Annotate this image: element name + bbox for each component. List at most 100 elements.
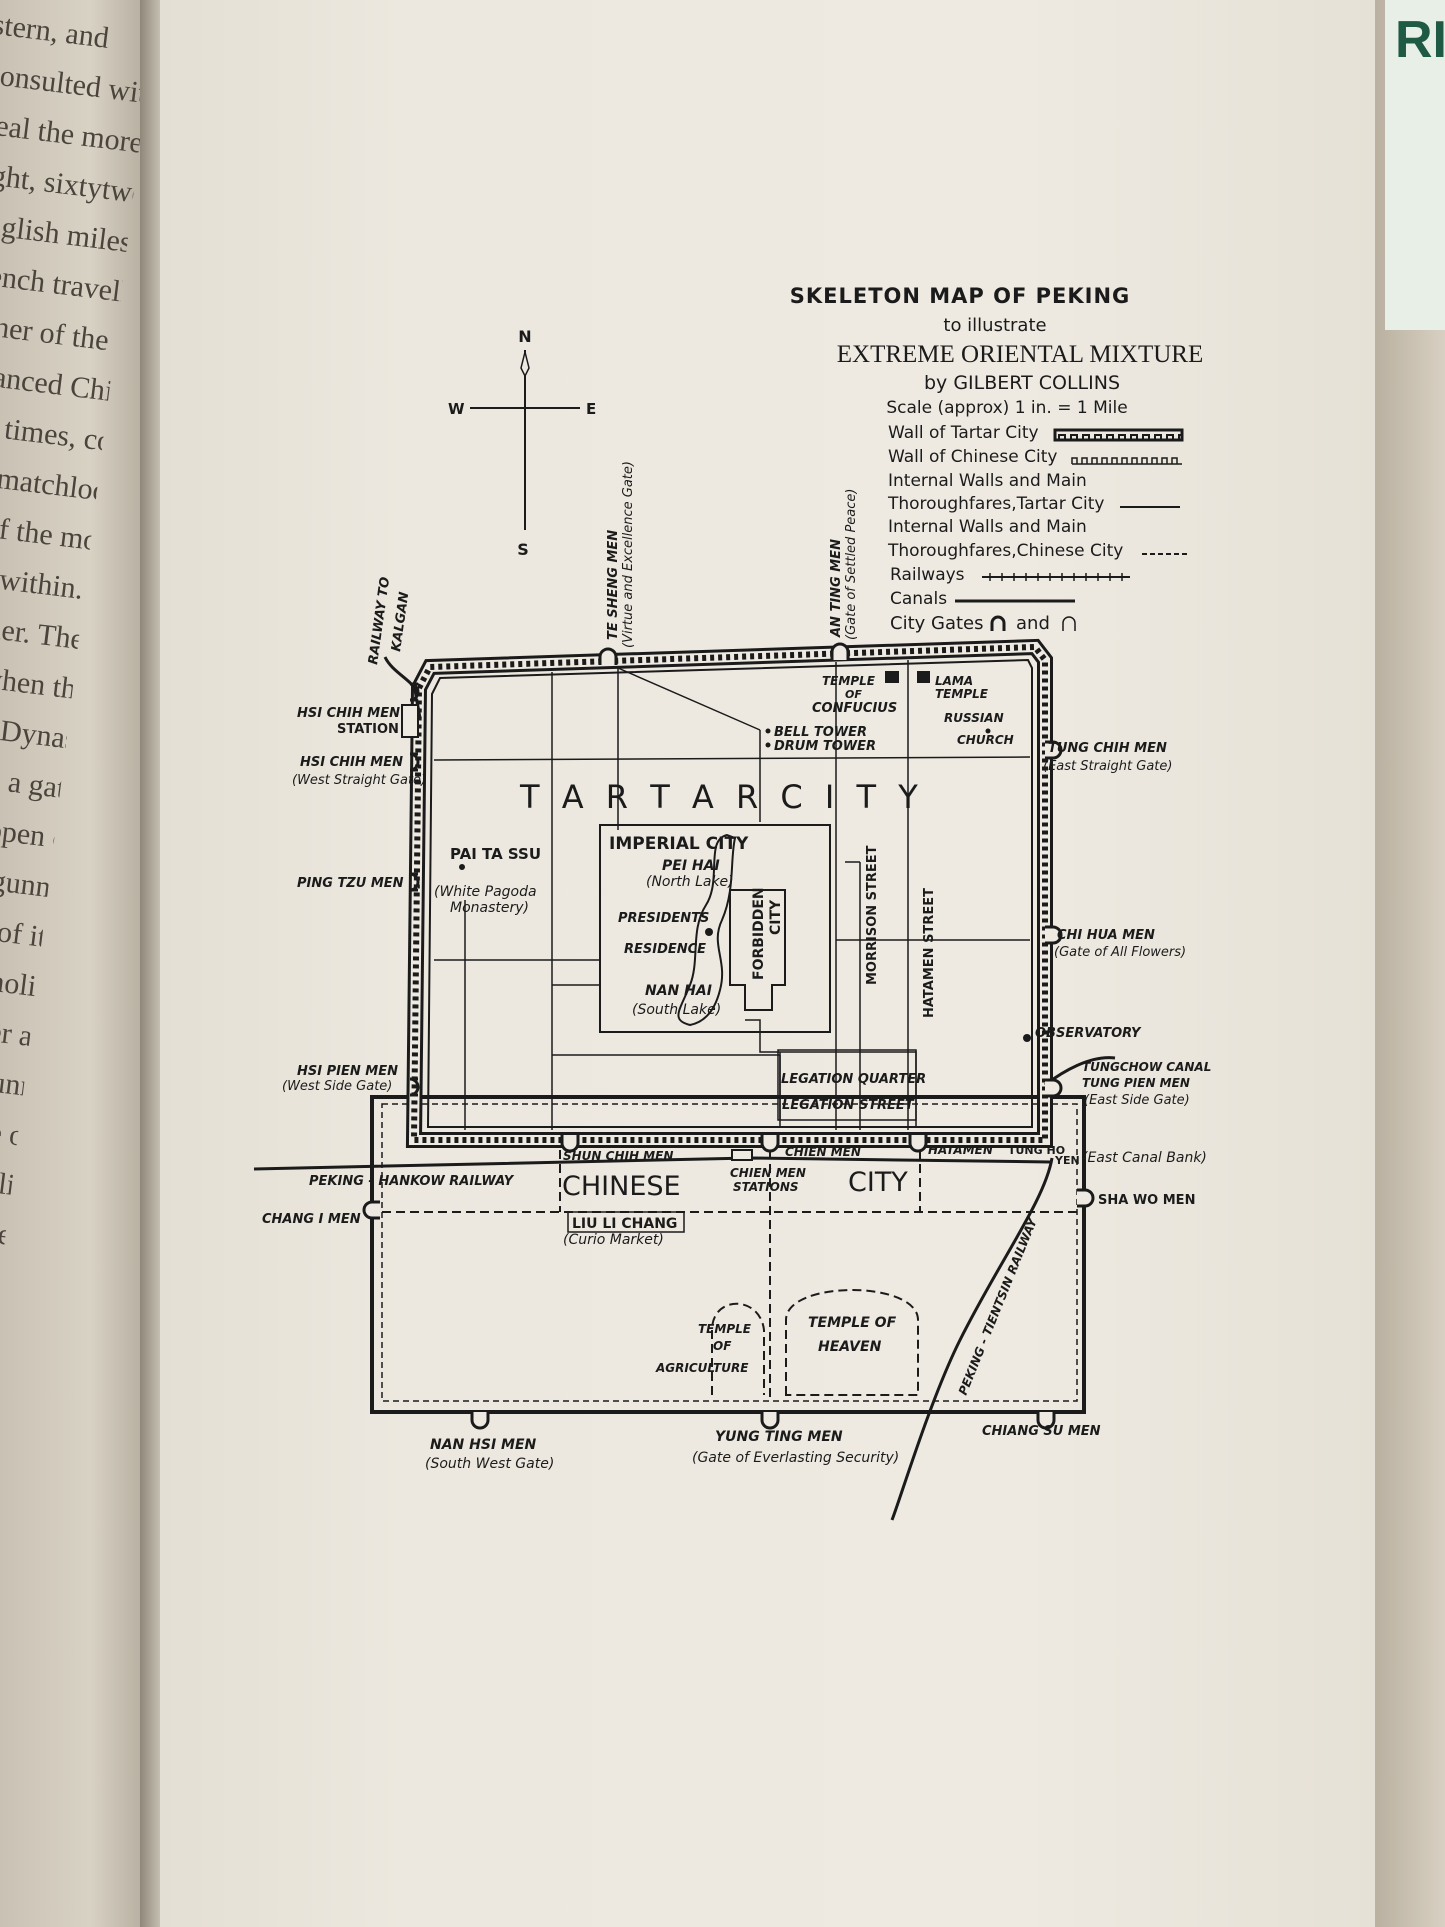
label-chien-men: CHIEN MEN [730, 1166, 806, 1180]
bell-tower-marker [765, 728, 771, 734]
label-temple-agriculture-3: AGRICULTURE [655, 1361, 749, 1375]
label-drum-tower: DRUM TOWER [774, 739, 876, 754]
legend-chinese-wall-symbol [1071, 457, 1182, 465]
label-peking-tientsin-railway: PEKING - TIENTSIN RAILWAY [956, 1215, 1040, 1397]
label-yen: YEN [1054, 1154, 1080, 1167]
label-east-straight-gate: (East Straight Gate) [1043, 759, 1172, 774]
chinese-city-wall [370, 1095, 1086, 1414]
legend-item-internal-walls-2: Internal Walls and Main [888, 517, 1087, 537]
compass-west: W [448, 400, 465, 418]
label-temple-of-heaven-1: TEMPLE OF [808, 1315, 897, 1331]
label-sha-wo-men: SHA WO MEN [1098, 1193, 1195, 1208]
book-title: EXTREME ORIENTAL MIXTURE [837, 341, 1203, 368]
label-tung-pien-men: TUNG PIEN MEN [1082, 1076, 1190, 1090]
label-chang-i-men: CHANG I MEN [262, 1212, 361, 1227]
map-legend: Wall of Tartar City Wall of Chinese City… [887, 423, 1188, 634]
map-labels: T A R T A R C I T Y CHINESE CITY RAILWAY… [262, 461, 1211, 1472]
label-north-lake: (North Lake) [646, 874, 734, 890]
label-yung-ting-men: YUNG TING MEN [715, 1429, 843, 1445]
label-curio-market: (Curio Market) [563, 1232, 664, 1248]
legend-item-chinese-wall: Wall of Chinese City [888, 447, 1057, 467]
label-gate-of-all-flowers: (Gate of All Flowers) [1054, 945, 1186, 960]
legend-gates-and: and [1016, 613, 1050, 634]
label-chiang-su-men: CHIANG SU MEN [982, 1424, 1101, 1439]
map-author: by GILBERT COLLINS [924, 372, 1120, 394]
label-hatamen: HATAMEN [928, 1143, 993, 1157]
legend-tartar-wall-symbol [1053, 428, 1184, 442]
label-lama-temple-2: TEMPLE [935, 687, 989, 701]
label-hsi-chih-men: HSI CHIH MEN [300, 755, 403, 770]
label-lama-temple-1: LAMA [935, 674, 973, 688]
label-liu-li-chang: LIU LI CHANG [572, 1216, 677, 1232]
label-chi-hua-men: CHI HUA MEN [1057, 928, 1155, 943]
compass-north: N [518, 327, 531, 346]
temple-of-confucius-symbol [885, 671, 899, 683]
label-tartar-city: T A R T A R C I T Y [519, 778, 924, 816]
label-presidents: PRESIDENTS [618, 911, 709, 926]
label-hsi-pien-men: HSI PIEN MEN [297, 1064, 398, 1079]
chien-men-station-box [731, 1149, 753, 1161]
label-ping-tzu-men: PING TZU MEN [297, 876, 404, 891]
tartar-city-wall [405, 638, 1053, 1148]
label-kalgan: KALGAN [389, 591, 412, 653]
legation-quarter-boundary [777, 1049, 917, 1121]
legend-item-canals: Canals [890, 589, 947, 609]
legend-railway-ties [989, 573, 1123, 581]
presidents-residence-marker [705, 928, 713, 936]
label-temple-of-heaven-2: HEAVEN [818, 1339, 882, 1355]
label-morrison-street: MORRISON STREET [865, 845, 880, 985]
map-title: SKELETON MAP OF PEKING [790, 284, 1131, 308]
hsi-chih-men-station-box [401, 704, 419, 738]
label-tung-ho: TUNG HO [1008, 1144, 1065, 1157]
label-shun-chih-men: SHUN CHIH MEN [563, 1149, 673, 1163]
label-gate-of-settled-peace: (Gate of Settled Peace) [844, 489, 859, 640]
observatory-marker [1023, 1034, 1031, 1042]
label-city: CITY [848, 1167, 908, 1198]
label-temple-agriculture-2: OF [713, 1339, 732, 1353]
russian-church-marker [985, 728, 991, 734]
lama-temple-symbol [917, 671, 930, 683]
label-south-west-gate: (South West Gate) [425, 1456, 554, 1472]
label-observatory: OBSERVATORY [1035, 1026, 1142, 1041]
adjacent-book-spine: RIV [1385, 0, 1445, 330]
label-east-canal-bank: (East Canal Bank) [1082, 1150, 1207, 1166]
legend-item-internal-walls-1: Internal Walls and Main [888, 471, 1087, 491]
label-bell-tower: BELL TOWER [774, 725, 867, 740]
compass-south: S [517, 540, 529, 559]
legend-gate-symbol-1 [990, 615, 1006, 631]
label-temple-agriculture-1: TEMPLE [698, 1322, 752, 1336]
label-white-pagoda: (White Pagoda [434, 884, 537, 900]
label-nan-hai: NAN HAI [645, 983, 712, 999]
label-virtue-excellence-gate: (Virtue and Excellence Gate) [621, 461, 636, 648]
label-south-lake: (South Lake) [632, 1002, 721, 1018]
compass-east: E [586, 400, 596, 418]
label-imperial-city: IMPERIAL CITY [609, 834, 749, 854]
legend-gate-symbol-2 [1062, 616, 1076, 631]
label-residence: RESIDENCE [624, 942, 706, 957]
map-title-block: SKELETON MAP OF PEKING to illustrate EXT… [790, 284, 1204, 418]
label-forbidden: FORBIDDEN [751, 887, 767, 980]
label-pei-hai: PEI HAI [662, 858, 720, 874]
liu-li-chang-outline [567, 1211, 685, 1233]
forbidden-city-boundary [729, 889, 786, 1011]
label-monastery: Monastery) [450, 900, 529, 916]
label-temple-confucius-2: OF [845, 688, 862, 701]
label-west-straight-gate: (West Straight Gate) [292, 773, 426, 788]
compass-needle-icon [520, 351, 530, 378]
label-nan-hsi-men: NAN HSI MEN [430, 1437, 537, 1453]
label-tung-chih-men: TUNG CHIH MEN [1048, 741, 1167, 756]
label-temple-confucius-3: CONFUCIUS [812, 701, 897, 716]
label-legation-street: LEGATION STREET [782, 1098, 915, 1113]
label-chinese: CHINESE [562, 1171, 681, 1202]
map-subtitle: to illustrate [943, 315, 1046, 336]
legend-item-gates: City Gates [890, 613, 984, 634]
city-gates [362, 642, 1095, 1430]
label-forbidden-city: CITY [768, 899, 784, 935]
label-tungchow-canal: TUNGCHOW CANAL [1082, 1060, 1211, 1074]
label-hsi-chih-men-station-2: STATION [337, 722, 399, 737]
lakes-outline [677, 833, 737, 1027]
label-railway-to: RAILWAY TO [366, 576, 393, 666]
label-legation-quarter: LEGATION QUARTER [781, 1072, 926, 1087]
